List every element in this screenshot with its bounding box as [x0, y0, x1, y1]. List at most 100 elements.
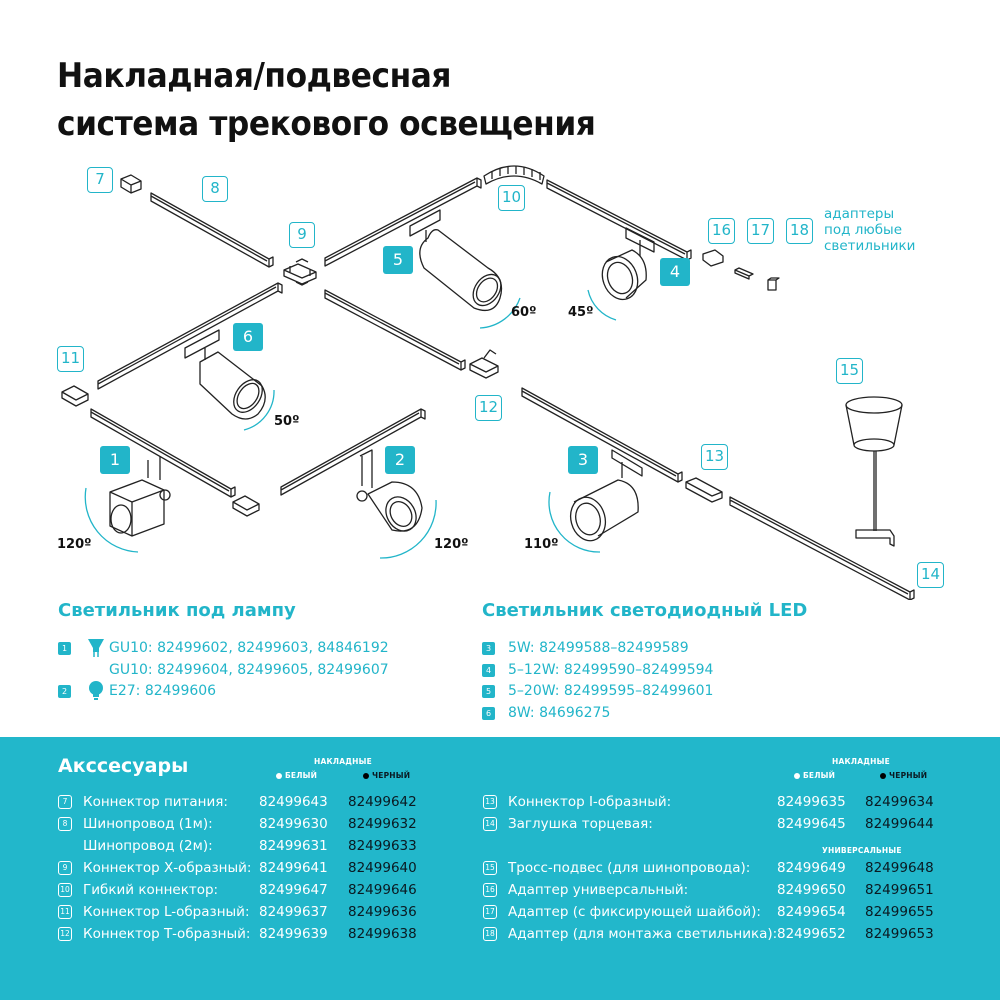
- article-black: 82499642: [348, 794, 417, 810]
- accessory-name: Шинопровод (1м):: [83, 816, 213, 832]
- title-line-2: система трекового освещения: [57, 104, 596, 144]
- accessory-number-badge: 14: [483, 817, 497, 831]
- article-black: 82499655: [865, 904, 934, 920]
- angle-arc-2: [379, 499, 437, 559]
- spec-badge: 4: [482, 663, 495, 677]
- article-white: 82499641: [259, 860, 328, 876]
- article-black: 82499638: [348, 926, 417, 942]
- article-white: 82499654: [777, 904, 846, 920]
- label-8: 8: [202, 176, 228, 202]
- accessory-number-badge: 12: [58, 927, 72, 941]
- label-11: 11: [57, 346, 85, 372]
- article-white: 82499630: [259, 816, 328, 832]
- white-dot-icon: [794, 773, 800, 779]
- led-spec-row: 5 5–20W: 82499595–82499601: [482, 680, 713, 702]
- article-black: 82499640: [348, 860, 417, 876]
- label-6: 6: [233, 323, 263, 351]
- lamp-section-title: Светильник под лампу: [58, 600, 296, 621]
- suspension-part: [845, 396, 903, 547]
- track-rail-part-8: [150, 192, 274, 268]
- adapter-note-line: светильники: [824, 238, 916, 254]
- article-black: 82499651: [865, 882, 934, 898]
- accessory-number-badge: 15: [483, 861, 497, 875]
- spec-badge: 5: [482, 684, 495, 698]
- angle-label-4: 45º: [568, 305, 594, 320]
- spec-badge: 6: [482, 706, 495, 720]
- gu10-lamp-icon: [87, 637, 105, 659]
- angle-label-2: 120º: [434, 537, 469, 552]
- accessory-row: 10 Гибкий коннектор:: [58, 879, 218, 901]
- label-15: 15: [836, 358, 864, 384]
- spec-badge: 2: [58, 684, 71, 698]
- angle-arc-6: [243, 389, 275, 431]
- accessory-row: 13 Коннектор I-образный:: [483, 791, 671, 813]
- accessory-name: Адаптер (с фиксирующей шайбой):: [508, 904, 761, 920]
- article-black: 82499636: [348, 904, 417, 920]
- led-section-title: Светильник светодиодный LED: [482, 600, 808, 621]
- lamp-spec-row: 2 E27: 82499606: [58, 680, 216, 702]
- label-10: 10: [498, 185, 526, 211]
- label-17: 17: [747, 218, 775, 244]
- track-rail-part-14: [729, 496, 915, 600]
- spec-text: 8W: 84696275: [508, 705, 611, 721]
- label-4: 4: [660, 258, 690, 286]
- article-white: 82499649: [777, 860, 846, 876]
- track-rail-part-2: [280, 408, 426, 496]
- accessory-row: 17 Адаптер (с фиксирующей шайбой):: [483, 901, 761, 923]
- accessory-number-badge: 17: [483, 905, 497, 919]
- article-black: 82499634: [865, 794, 934, 810]
- header-black: ЧЕРНЫЙ: [363, 771, 410, 780]
- adapter-parts: [702, 249, 780, 291]
- fixture-6: [184, 329, 266, 420]
- track-rail-part-3: [521, 387, 683, 483]
- accessory-name: Адаптер (для монтажа светильника):: [508, 926, 778, 942]
- accessory-row: 18 Адаптер (для монтажа светильника):: [483, 923, 777, 945]
- label-7: 7: [87, 167, 113, 193]
- accessory-number-badge: [58, 839, 72, 853]
- track-rail-part-6: [97, 282, 283, 390]
- accessory-number-badge: 13: [483, 795, 497, 809]
- accessory-name: Гибкий коннектор:: [83, 882, 219, 898]
- spec-text: 5–20W: 82499595–82499601: [508, 683, 714, 699]
- angle-arc-3: [548, 491, 601, 553]
- angle-label-5: 60º: [511, 305, 537, 320]
- accessory-name: Коннектор питания:: [83, 794, 228, 810]
- label-2: 2: [385, 446, 415, 474]
- accessory-name: Коннектор I-образный:: [508, 794, 672, 810]
- l-connector-part-2: [232, 495, 260, 517]
- accessories-title: Акссесуары: [58, 755, 189, 777]
- article-white: 82499650: [777, 882, 846, 898]
- header-surface: НАКЛАДНЫЕ: [314, 757, 372, 766]
- title-line-1: Накладная/подвесная: [57, 56, 452, 96]
- i-connector-part: [685, 477, 723, 503]
- angle-arc-4: [587, 289, 617, 321]
- spec-badge: 1: [58, 641, 71, 655]
- spec-text: E27: 82499606: [109, 683, 217, 699]
- page-title: Накладная/подвесная система трекового ос…: [57, 52, 596, 148]
- accessory-number-badge: 18: [483, 927, 497, 941]
- accessory-number-badge: 10: [58, 883, 72, 897]
- header-black-right: ЧЕРНЫЙ: [880, 771, 927, 780]
- header-black-label: ЧЕРНЫЙ: [372, 771, 411, 780]
- header-white-right: БЕЛЫЙ: [794, 771, 835, 780]
- article-white: 82499645: [777, 816, 846, 832]
- led-spec-row: 6 8W: 84696275: [482, 702, 610, 724]
- accessory-number-badge: 11: [58, 905, 72, 919]
- track-rail-part-right: [546, 179, 692, 261]
- header-black-label: ЧЕРНЫЙ: [889, 771, 928, 780]
- article-white: 82499637: [259, 904, 328, 920]
- article-white: 82499639: [259, 926, 328, 942]
- black-dot-icon: [880, 773, 886, 779]
- accessory-name: Шинопровод (2м):: [83, 838, 213, 854]
- header-white-label: БЕЛЫЙ: [285, 771, 318, 780]
- article-white: 82499652: [777, 926, 846, 942]
- angle-arc-1: [84, 487, 139, 553]
- track-system-diagram: [61, 165, 915, 600]
